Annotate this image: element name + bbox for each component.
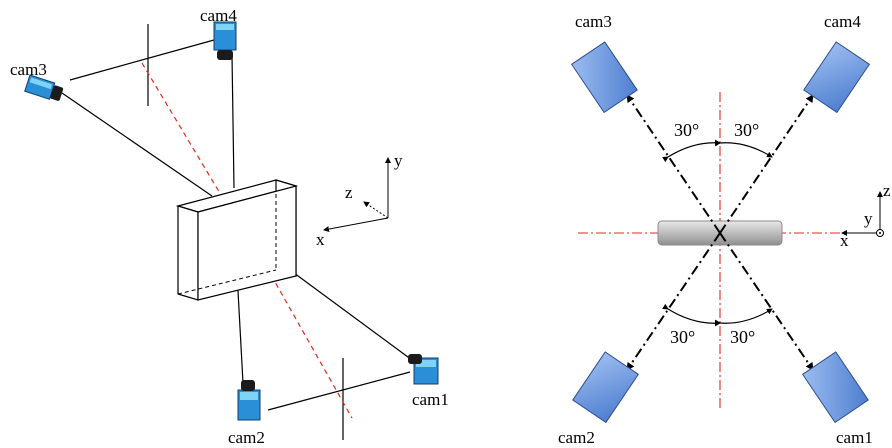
axis-z-label-left: z	[345, 183, 353, 202]
sightline-cam4	[231, 54, 235, 189]
specimen-box	[175, 179, 299, 301]
label-cam1-right: cam1	[836, 428, 873, 447]
label-cam4-right: cam4	[824, 12, 861, 31]
angle-label-top-right: 30°	[734, 120, 759, 140]
ray-cam2	[626, 232, 721, 371]
baseline-bottom	[267, 371, 411, 411]
sightline-cam3	[61, 92, 213, 197]
camera-icon	[803, 41, 871, 114]
camera-icon	[24, 74, 64, 101]
label-cam3-right: cam3	[575, 12, 612, 31]
camera-icon	[213, 21, 237, 60]
axis-y-label-right: y	[864, 209, 873, 228]
ray-cam1	[719, 232, 814, 371]
ray-cam4	[719, 94, 814, 234]
right-top-view: 30° 30° 30° 30° cam3 cam4 cam2 cam1 z y	[558, 12, 891, 447]
label-cam2-left: cam2	[228, 428, 265, 447]
left-isometric-view: cam4 cam3 cam1 cam2 y x z	[10, 6, 449, 447]
axis-x-label-right: x	[840, 231, 849, 250]
baseline-top	[69, 39, 215, 81]
label-cam3-left: cam3	[10, 60, 47, 79]
axis-triad-icon: y x z	[316, 151, 403, 249]
camera-icon	[572, 351, 640, 424]
axis-x-label-left: x	[316, 230, 325, 249]
axis-z-label-right: z	[883, 181, 891, 200]
angle-label-top-left: 30°	[674, 120, 699, 140]
camera-icon	[237, 380, 261, 421]
label-cam1-left: cam1	[412, 390, 449, 409]
camera-icon	[408, 354, 439, 385]
camera-icon	[570, 41, 638, 114]
angle-arc-icon	[662, 139, 773, 327]
ray-cam3	[626, 94, 721, 234]
label-cam2-right: cam2	[558, 428, 595, 447]
angle-label-bottom-right: 30°	[730, 327, 755, 347]
centerline-top-red	[141, 62, 225, 201]
axis-y-label-left: y	[394, 151, 403, 170]
angle-label-bottom-left: 30°	[670, 327, 695, 347]
axis-triad-icon: z y x	[840, 181, 891, 250]
camera-icon	[801, 351, 869, 424]
label-cam4-left: cam4	[200, 6, 237, 25]
